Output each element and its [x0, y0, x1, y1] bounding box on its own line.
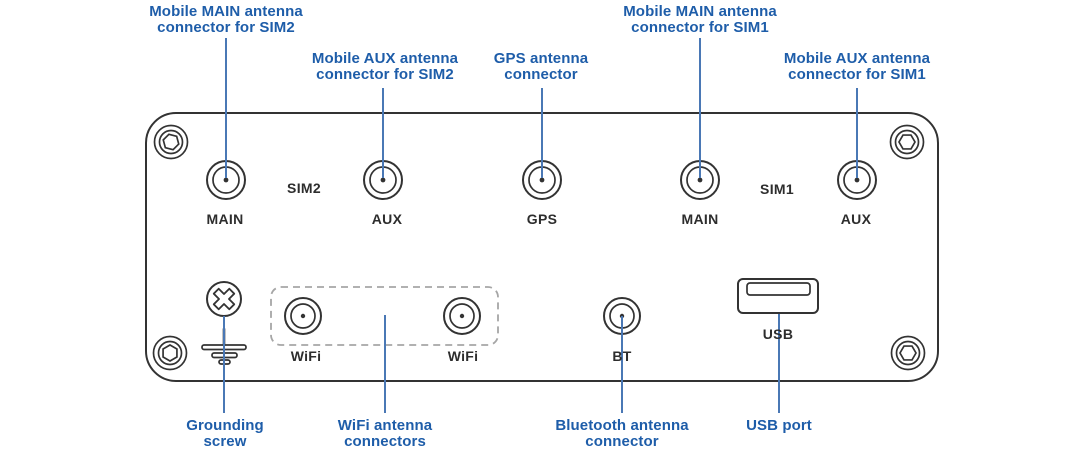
corner-screw-bottom-right-icon	[890, 335, 926, 371]
panel-label-usb: USB	[762, 326, 794, 342]
panel-label-bt: BT	[612, 348, 632, 364]
callout-usb-port: USB port	[746, 417, 812, 434]
callout-mobile-aux-sim1: Mobile AUX antenna connector for SIM1	[783, 50, 931, 83]
panel-label-gps: GPS	[526, 211, 558, 227]
panel-label-sim2: SIM2	[287, 180, 321, 196]
panel-label-wifi-right: WiFi	[447, 348, 479, 364]
callout-mobile-aux-sim2: Mobile AUX antenna connector for SIM2	[311, 50, 459, 83]
wifi-connector-left-icon	[284, 297, 322, 335]
corner-screw-bottom-left-icon	[152, 335, 188, 371]
usb-port-icon	[737, 278, 819, 314]
callout-gps-antenna: GPS antenna connector	[493, 50, 589, 83]
wifi-connector-right-icon	[443, 297, 481, 335]
panel-label-main-sim2: MAIN	[206, 211, 244, 227]
callout-wifi-antenna: WiFi antenna connectors	[337, 417, 433, 450]
panel-label-main-sim1: MAIN	[681, 211, 719, 227]
callout-mobile-main-sim1: Mobile MAIN antenna connector for SIM1	[623, 3, 777, 36]
corner-screw-top-left-icon	[153, 124, 189, 160]
panel-label-wifi-left: WiFi	[290, 348, 322, 364]
corner-screw-top-right-icon	[889, 124, 925, 160]
grounding-screw-icon	[206, 281, 242, 317]
callout-bluetooth-antenna: Bluetooth antenna connector	[555, 417, 689, 450]
callout-grounding-screw: Grounding screw	[186, 417, 264, 450]
callout-mobile-main-sim2: Mobile MAIN antenna connector for SIM2	[149, 3, 303, 36]
panel-label-sim1: SIM1	[760, 181, 794, 197]
wifi-connectors-dashed-outline	[270, 286, 499, 346]
panel-label-aux-sim2: AUX	[371, 211, 403, 227]
panel-label-aux-sim1: AUX	[840, 211, 872, 227]
